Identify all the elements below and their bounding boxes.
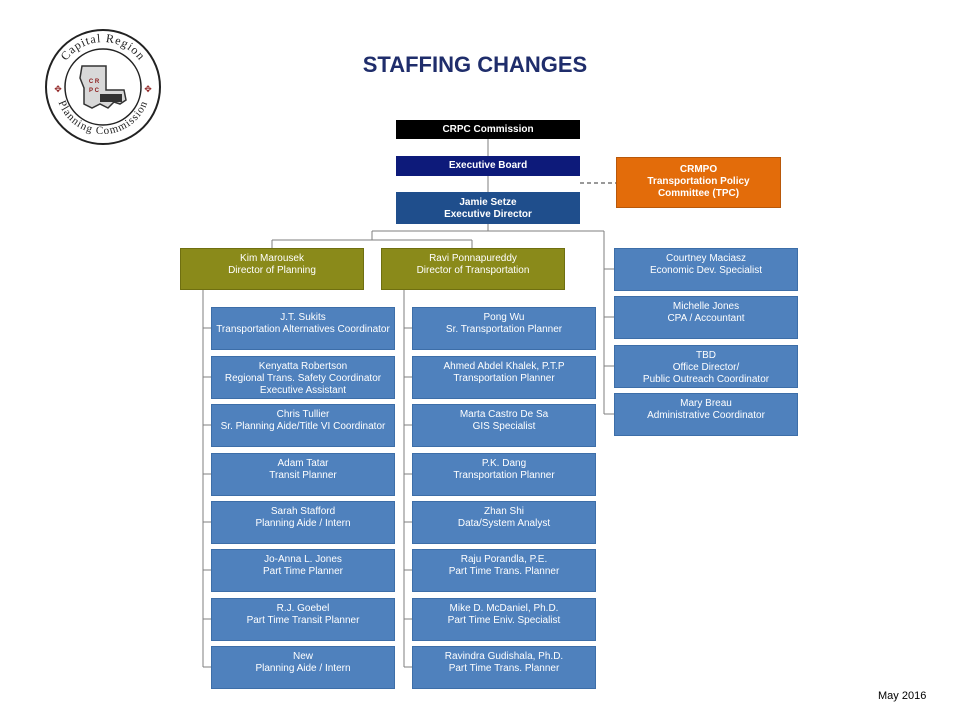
box-transport-staff: Raju Porandla, P.E. Part Time Trans. Pla…	[412, 549, 596, 592]
person-title: Sr. Transportation Planner	[445, 324, 563, 335]
svg-text:P C: P C	[89, 88, 100, 94]
box-crpc-commission: CRPC Commission	[396, 120, 580, 139]
person-name: Ahmed Abdel Khalek, P.T.P	[443, 361, 565, 372]
box-line: Transportation Policy	[647, 176, 750, 187]
box-planning-staff: Kenyatta Robertson Regional Trans. Safet…	[211, 356, 395, 399]
person-name: Jo-Anna L. Jones	[264, 554, 342, 565]
person-name: New	[292, 651, 313, 662]
person-name: Michelle Jones	[672, 301, 740, 312]
person-name: Pong Wu	[483, 312, 525, 323]
box-direct-staff: Mary Breau Administrative Coordinator	[614, 393, 798, 436]
person-title: Part Time Transit Planner	[246, 615, 360, 626]
person-title: GIS Specialist	[472, 421, 536, 432]
box-planning-staff: Chris Tullier Sr. Planning Aide/Title VI…	[211, 404, 395, 447]
person-name: Sarah Stafford	[270, 506, 336, 517]
person-title: Executive Director	[444, 209, 532, 220]
box-line: CRMPO	[679, 164, 718, 175]
page-title: STAFFING CHANGES	[362, 52, 588, 77]
box-direct-staff: TBD Office Director/ Public Outreach Coo…	[614, 345, 798, 388]
person-title: Data/System Analyst	[457, 518, 551, 529]
person-title: Transit Planner	[269, 470, 337, 481]
box-planning-staff: Jo-Anna L. Jones Part Time Planner	[211, 549, 395, 592]
svg-text:✥: ✥	[144, 84, 152, 94]
box-executive-board: Executive Board	[396, 156, 580, 176]
person-name: Raju Porandla, P.E.	[460, 554, 548, 565]
person-title: Planning Aide / Intern	[255, 663, 351, 674]
box-planning-staff: New Planning Aide / Intern	[211, 646, 395, 689]
box-transport-staff: Pong Wu Sr. Transportation Planner	[412, 307, 596, 350]
box-transport-staff: Ahmed Abdel Khalek, P.T.P Transportation…	[412, 356, 596, 399]
person-title: Planning Aide / Intern	[255, 518, 351, 529]
person-title: Part Time Trans. Planner	[448, 663, 560, 674]
person-title: Director of Planning	[228, 265, 316, 276]
person-title: Transportation Planner	[453, 373, 555, 384]
crpc-logo: Capital Region Planning Commission ✥ ✥ C…	[45, 29, 161, 145]
box-executive-director: Jamie Setze Executive Director	[396, 192, 580, 224]
svg-text:C R: C R	[89, 79, 100, 85]
person-name: R.J. Goebel	[276, 603, 330, 614]
person-name: Kim Marousek	[240, 253, 304, 264]
box-planning-staff: Sarah Stafford Planning Aide / Intern	[211, 501, 395, 544]
person-title: Office Director/	[672, 362, 740, 373]
person-name: P.K. Dang	[481, 458, 527, 469]
person-title: Part Time Trans. Planner	[448, 566, 560, 577]
person-name: TBD	[696, 350, 716, 361]
person-name: Courtney Maciasz	[665, 253, 747, 264]
person-title: Director of Transportation	[416, 265, 530, 276]
box-planning-staff: R.J. Goebel Part Time Transit Planner	[211, 598, 395, 641]
person-name: Ravi Ponnapureddy	[429, 253, 517, 264]
date-label: May 2016	[878, 690, 927, 702]
box-transport-staff: Ravindra Gudishala, Ph.D. Part Time Tran…	[412, 646, 596, 689]
box-transport-staff: Zhan Shi Data/System Analyst	[412, 501, 596, 544]
person-name: Ravindra Gudishala, Ph.D.	[444, 651, 564, 662]
person-title: Sr. Planning Aide/Title VI Coordinator	[220, 421, 386, 432]
box-transport-staff: Marta Castro De Sa GIS Specialist	[412, 404, 596, 447]
person-name: Kenyatta Robertson	[258, 361, 348, 372]
box-planning-staff: Adam Tatar Transit Planner	[211, 453, 395, 496]
person-title: Economic Dev. Specialist	[649, 265, 763, 276]
box-direct-staff: Michelle Jones CPA / Accountant	[614, 296, 798, 339]
person-title: Part Time Planner	[262, 566, 344, 577]
person-name: Marta Castro De Sa	[459, 409, 549, 420]
person-title: Public Outreach Coordinator	[642, 374, 770, 385]
person-title: Executive Assistant	[259, 385, 347, 396]
person-title: Administrative Coordinator	[647, 410, 765, 421]
person-name: Mike D. McDaniel, Ph.D.	[449, 603, 559, 614]
person-title: Part Time Eniv. Specialist	[447, 615, 561, 626]
box-director-transportation: Ravi Ponnapureddy Director of Transporta…	[381, 248, 565, 290]
box-planning-staff: J.T. Sukits Transportation Alternatives …	[211, 307, 395, 350]
person-title: CPA / Accountant	[667, 313, 745, 324]
box-director-planning: Kim Marousek Director of Planning	[180, 248, 364, 290]
person-name: Zhan Shi	[483, 506, 525, 517]
box-label: CRPC Commission	[442, 123, 534, 135]
box-transport-staff: P.K. Dang Transportation Planner	[412, 453, 596, 496]
box-transport-staff: Mike D. McDaniel, Ph.D. Part Time Eniv. …	[412, 598, 596, 641]
person-name: Chris Tullier	[276, 409, 330, 420]
box-crmpo-tpc: CRMPO Transportation Policy Committee (T…	[616, 157, 781, 208]
person-title: Regional Trans. Safety Coordinator	[224, 373, 382, 384]
person-title: Transportation Alternatives Coordinator	[216, 324, 390, 335]
person-title: Transportation Planner	[453, 470, 555, 481]
box-direct-staff: Courtney Maciasz Economic Dev. Specialis…	[614, 248, 798, 291]
person-name: Adam Tatar	[277, 458, 329, 469]
person-name: Jamie Setze	[459, 197, 517, 208]
svg-text:✥: ✥	[54, 84, 62, 94]
person-name: J.T. Sukits	[280, 312, 326, 323]
box-line: Committee (TPC)	[657, 188, 740, 199]
box-label: Executive Board	[448, 160, 528, 171]
person-name: Mary Breau	[680, 398, 732, 409]
